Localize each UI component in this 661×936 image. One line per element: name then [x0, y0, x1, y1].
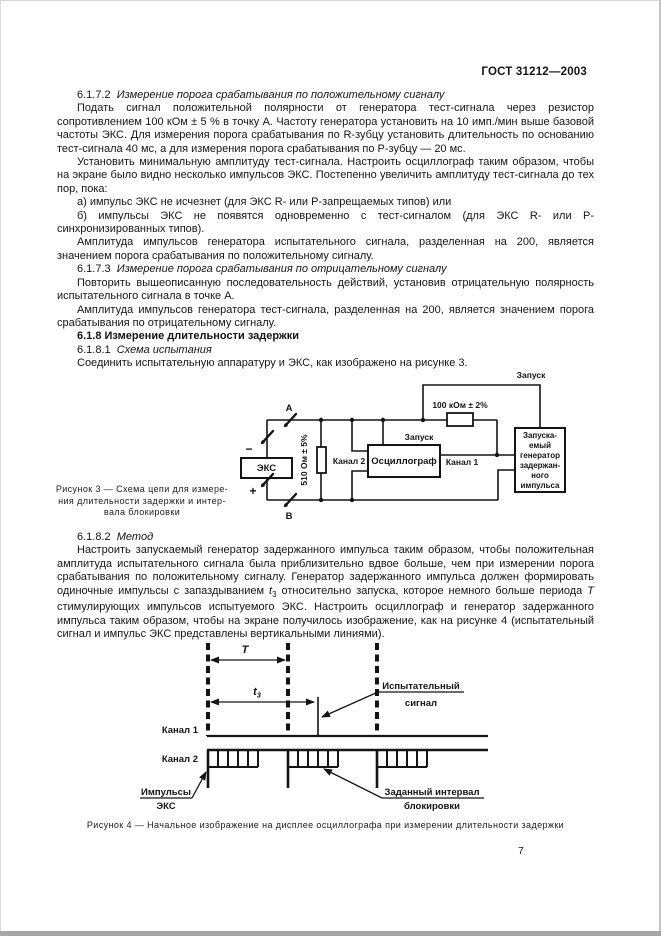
- period-arrow: Т: [210, 644, 286, 664]
- blocking-interval-combs: [206, 750, 428, 788]
- section-title: Измерение порога срабатывания по отрицат…: [116, 263, 447, 276]
- section-heading-618: 6.1.8 Измерение длительности задержки: [77, 330, 300, 343]
- svg-text:блокировки: блокировки: [404, 801, 460, 812]
- section-title: Метод: [116, 531, 154, 543]
- section-heading-6173: 6.1.7.3 Измерение порога срабатывания по…: [57, 263, 594, 276]
- section-number: 6.1.8.1: [77, 343, 111, 356]
- section-number: 6.1.8.2: [77, 531, 111, 543]
- minus-sign: −: [245, 442, 252, 456]
- ecs-label: ЭКС: [257, 463, 276, 474]
- svg-text:задержан-: задержан-: [520, 461, 561, 470]
- switch-symbols: [260, 412, 298, 508]
- period-symbol: Т: [587, 584, 594, 597]
- oscilloscope-box: [367, 444, 441, 478]
- section-heading-6172: 6.1.7.2 Измерение порога срабатывания по…: [57, 89, 594, 102]
- generator-label: Запуска- емый генератор задержан- ного и…: [520, 431, 561, 490]
- ecs-pulses-label: Импульсы: [141, 787, 191, 798]
- paragraph: Амплитуда импульсов генератора тест-сигн…: [57, 303, 594, 329]
- delay-arrow: t3: [210, 686, 315, 706]
- section-number: 6.1.7.3: [77, 263, 111, 276]
- oscilloscope-label: Осциллограф: [371, 456, 436, 467]
- channel-2-label: Канал 2: [333, 456, 366, 466]
- figure-4-diagram-svg: Т t3 Испытательный сигнал Канал 1 Канал …: [140, 643, 488, 812]
- resistor-100k-label: 100 кОм ± 2%: [432, 400, 488, 410]
- ecs-pulse-dashed-lines: [206, 643, 379, 736]
- svg-text:Запуска-: Запуска-: [523, 431, 557, 440]
- plus-sign: +: [249, 484, 256, 498]
- svg-text:сигнал: сигнал: [405, 698, 437, 709]
- circuit-labels: Запуск 100 кОм ± 2% Запуск А В − + ЭКС 5…: [245, 370, 560, 522]
- ecs-pulses-annotation: Импульсы ЭКС: [140, 771, 207, 812]
- section-title: Измерение порога срабатывания по положит…: [116, 89, 445, 101]
- resistor-510-symbol: [316, 446, 327, 474]
- paragraph: Повторить вышеописанную последовательнос…: [57, 276, 594, 303]
- svg-text:емый: емый: [529, 441, 551, 450]
- section-heading-6181: 6.1.8.1 Схема испытания: [57, 344, 594, 357]
- list-item-b: б) импульсы ЭКС не появятся одновременно…: [57, 209, 594, 236]
- figure-4-caption: Рисунок 4 — Начальное изображение на дис…: [86, 820, 565, 830]
- junction-dots: [318, 417, 500, 503]
- channel-1-label: Канал 1: [446, 457, 479, 467]
- period-label: Т: [242, 644, 250, 656]
- blocking-interval-label: Заданный интервал: [385, 787, 480, 798]
- blocking-interval-annotation: Заданный интервал блокировки: [323, 768, 484, 812]
- paragraph: Подать сигнал положительной полярности о…: [57, 102, 594, 155]
- svg-text:генератор: генератор: [520, 451, 560, 460]
- section-title: Схема испытания: [116, 343, 212, 356]
- page-number: 7: [518, 845, 524, 857]
- delay-label: t3: [253, 686, 262, 700]
- scan-edge: [0, 931, 661, 936]
- list-item-a: а) импульс ЭКС не исчезнет (для ЭКС R- и…: [77, 196, 452, 209]
- paragraph: Настроить запускаемый генератор задержан…: [57, 544, 594, 641]
- test-signal-annotation: Испытательный сигнал: [321, 681, 464, 718]
- document-number: ГОСТ 31212—2003: [481, 66, 587, 78]
- paragraph: Амплитуда импульсов генератора испытател…: [57, 236, 594, 262]
- svg-text:ЭКС: ЭКС: [156, 801, 175, 812]
- point-a-label: А: [286, 403, 293, 414]
- point-b-label: В: [286, 511, 293, 522]
- body-text-block-2: 6.1.8.2 Метод Настроить запускаемый гене…: [57, 531, 594, 641]
- ecs-box: [240, 457, 293, 479]
- channel-2-label: Канал 2: [162, 754, 198, 765]
- resistor-100k-symbol: [446, 412, 474, 427]
- figure-3-caption: Рисунок 3 — Схема цепи для измере- ния д…: [55, 484, 229, 517]
- test-signal-label: Испытательный: [382, 681, 460, 692]
- section-heading-6182: 6.1.8.2 Метод: [57, 531, 594, 544]
- body-text-block-1: 6.1.7.2 Измерение порога срабатывания по…: [57, 89, 594, 371]
- circuit-components: [240, 412, 566, 493]
- figure-4-oscillogram: Т t3 Испытательный сигнал Канал 1 Канал …: [0, 638, 661, 822]
- trigger-scope-label: Запуск: [405, 432, 434, 442]
- paragraph: Соединить испытательную аппаратуру и ЭКС…: [77, 357, 468, 370]
- svg-text:ного: ного: [531, 471, 549, 480]
- figure-3-diagram-svg: Запуск 100 кОм ± 2% Запуск А В − + ЭКС 5…: [240, 370, 566, 522]
- figure-3-circuit-diagram: Запуск 100 кОм ± 2% Запуск А В − + ЭКС 5…: [0, 363, 661, 535]
- section-number: 6.1.7.2: [77, 89, 111, 101]
- svg-text:импульса: импульса: [520, 481, 560, 490]
- delayed-pulse-generator-box: [514, 427, 566, 493]
- resistor-510-label: 510 Ом ± 5%: [299, 434, 309, 486]
- t-delay-symbol: t: [269, 584, 273, 597]
- channel-1-label: Канал 1: [162, 725, 199, 736]
- paragraph: Установить минимальную амплитуду тест-си…: [57, 156, 594, 195]
- trigger-top-label: Запуск: [517, 370, 546, 380]
